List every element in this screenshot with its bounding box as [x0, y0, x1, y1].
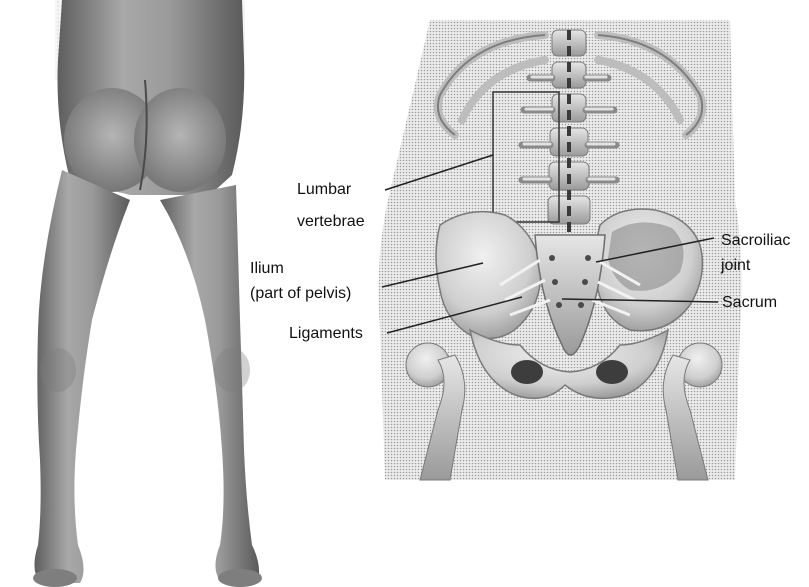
label-ilium-line-1: Ilium [250, 260, 284, 277]
pelvis-skeleton-illustration [379, 20, 742, 480]
ilium-left [436, 212, 541, 339]
label-ligaments: Ligaments [289, 325, 363, 342]
label-sacroiliac-line-2: joint [720, 257, 751, 274]
label-lumbar-vertebrae: Lumbar vertebrae [297, 181, 365, 230]
label-lumbar-line-2: vertebrae [297, 213, 365, 230]
label-lumbar-line-1: Lumbar [297, 181, 352, 198]
label-ilium-line-2: (part of pelvis) [250, 285, 351, 302]
human-body-back-view [33, 0, 262, 587]
label-sacrum: Sacrum [722, 294, 777, 311]
label-ilium: Ilium (part of pelvis) [250, 260, 351, 302]
label-sacroiliac-line-1: Sacroiliac [721, 232, 790, 249]
